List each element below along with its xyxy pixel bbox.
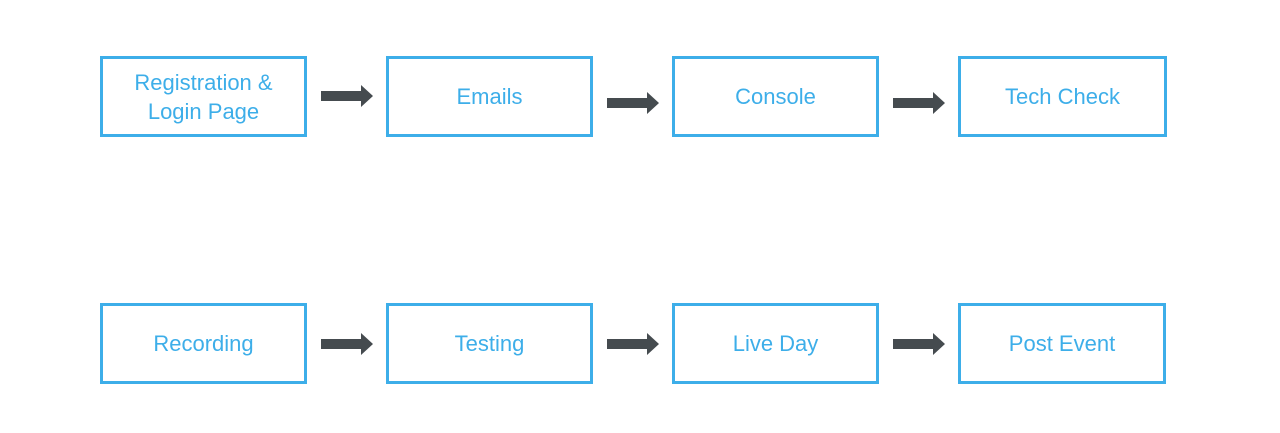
step-testing: Testing [386, 303, 593, 384]
step-label: Tech Check [1005, 84, 1120, 109]
step-label: Post Event [1008, 331, 1116, 356]
right-arrow-icon [607, 333, 659, 355]
step-label: Console [735, 84, 816, 109]
step-label: Testing [454, 331, 525, 356]
step-tech-check: Tech Check [958, 56, 1167, 137]
step-label: Emails [456, 84, 523, 109]
step-recording: Recording [100, 303, 307, 384]
right-arrow-icon [321, 85, 373, 107]
step-label: Recording [153, 331, 254, 356]
step-console: Console [672, 56, 879, 137]
step-label-line: Login Page [147, 98, 260, 124]
step-label-line: Registration & [134, 69, 273, 95]
step-label: Live Day [732, 331, 819, 356]
step-registration-login-page: Registration & Login Page [100, 56, 307, 137]
right-arrow-icon [893, 333, 945, 355]
right-arrow-icon [893, 92, 945, 114]
step-emails: Emails [386, 56, 593, 137]
step-live-day: Live Day [672, 303, 879, 384]
right-arrow-icon [321, 333, 373, 355]
step-label: Registration & Login Page [134, 68, 272, 126]
right-arrow-icon [607, 92, 659, 114]
step-post-event: Post Event [958, 303, 1166, 384]
